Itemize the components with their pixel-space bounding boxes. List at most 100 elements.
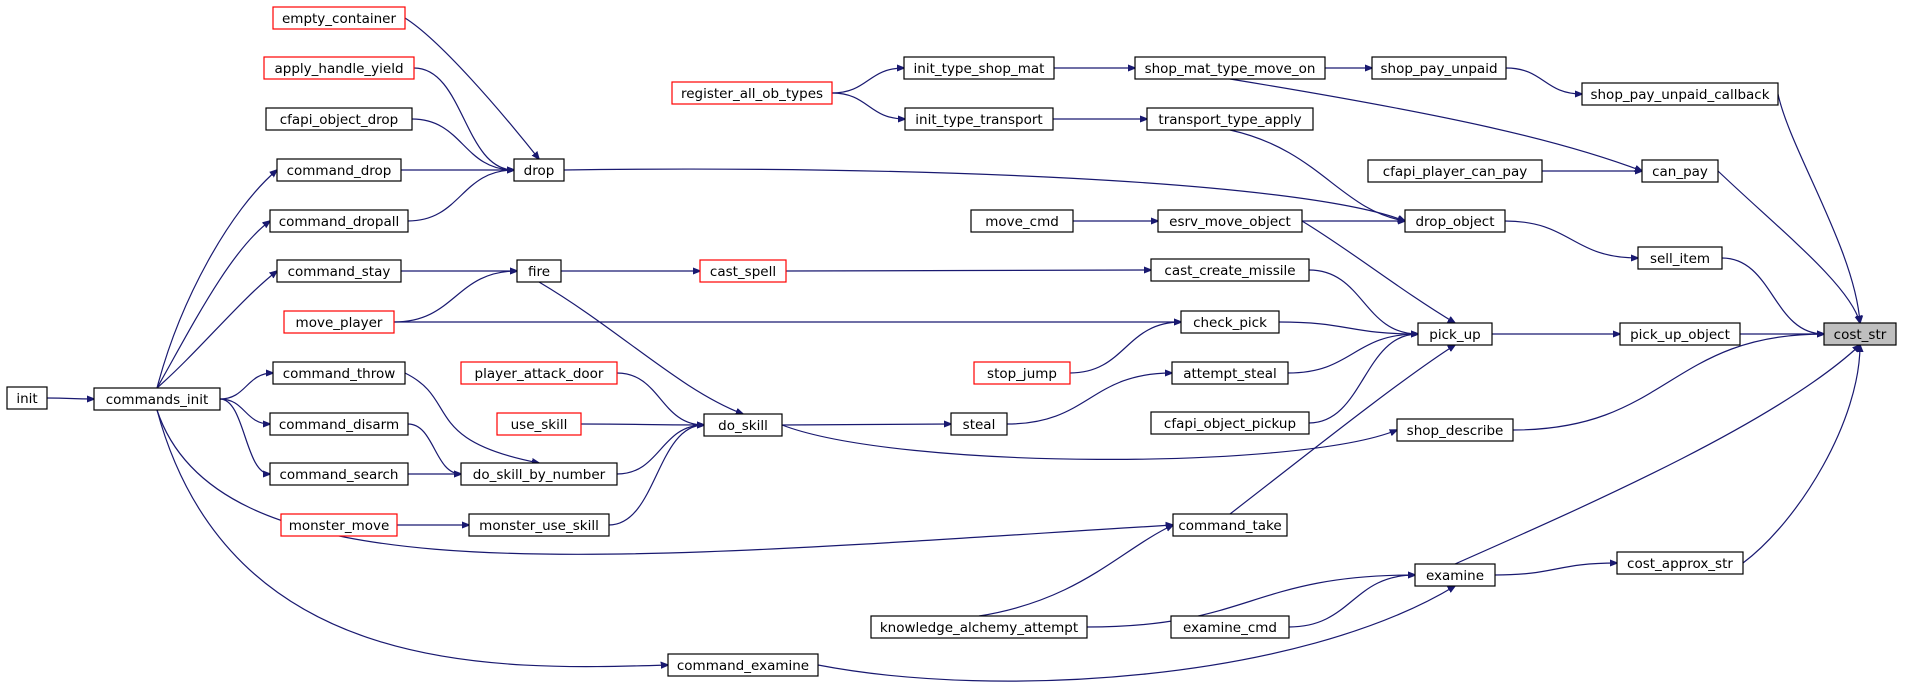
edge-attempt_steal-to-pick_up — [1287, 334, 1418, 374]
edge-monster_use_skill-to-do_skill — [608, 425, 704, 526]
node-use_skill[interactable]: use_skill — [496, 412, 582, 436]
node-box-move_cmd — [970, 209, 1074, 233]
node-pick_up_object[interactable]: pick_up_object — [1619, 322, 1741, 346]
node-examine_cmd[interactable]: examine_cmd — [1170, 615, 1290, 639]
node-move_cmd[interactable]: move_cmd — [970, 209, 1074, 233]
node-box-cast_create_missile — [1150, 258, 1310, 282]
node-box-check_pick — [1180, 310, 1280, 334]
node-box-monster_use_skill — [468, 513, 610, 537]
node-apply_handle_yield[interactable]: apply_handle_yield — [263, 56, 415, 80]
node-label-cfapi_object_pickup: cfapi_object_pickup — [1164, 416, 1296, 432]
edge-fire-to-do_skill — [538, 281, 743, 414]
node-box-command_drop — [276, 158, 402, 182]
node-command_throw[interactable]: command_throw — [272, 361, 406, 385]
node-esrv_move_object[interactable]: esrv_move_object — [1157, 209, 1303, 233]
edge-cfapi_object_drop-to-drop — [411, 118, 514, 170]
node-steal[interactable]: steal — [950, 412, 1008, 436]
node-sell_item[interactable]: sell_item — [1637, 246, 1723, 270]
node-examine[interactable]: examine — [1414, 563, 1496, 587]
node-cfapi_object_pickup[interactable]: cfapi_object_pickup — [1150, 411, 1310, 435]
node-init_type_transport[interactable]: init_type_transport — [904, 107, 1054, 131]
node-command_take[interactable]: command_take — [1172, 513, 1288, 537]
node-command_search[interactable]: command_search — [269, 462, 409, 486]
edge-commands_init-to-command_stay — [156, 271, 277, 389]
node-do_skill[interactable]: do_skill — [703, 413, 783, 437]
node-stop_jump[interactable]: stop_jump — [973, 361, 1071, 385]
node-monster_move[interactable]: monster_move — [280, 513, 398, 537]
edge-empty_container-to-drop — [404, 17, 539, 159]
node-init[interactable]: init — [6, 386, 48, 410]
node-cast_spell[interactable]: cast_spell — [699, 259, 787, 283]
node-label-cast_spell: cast_spell — [710, 264, 776, 280]
node-label-cost_approx_str: cost_approx_str — [1627, 556, 1733, 572]
node-knowledge_alchemy_attempt[interactable]: knowledge_alchemy_attempt — [870, 615, 1088, 639]
node-cast_create_missile[interactable]: cast_create_missile — [1150, 258, 1310, 282]
node-cost_approx_str[interactable]: cost_approx_str — [1616, 551, 1744, 575]
node-monster_use_skill[interactable]: monster_use_skill — [468, 513, 610, 537]
node-init_type_shop_mat[interactable]: init_type_shop_mat — [903, 56, 1055, 80]
node-label-can_pay: can_pay — [1652, 164, 1708, 180]
edge-command_disarm-to-do_skill_by_number — [407, 423, 461, 474]
node-label-examine_cmd: examine_cmd — [1183, 620, 1277, 636]
edge-cast_create_missile-to-pick_up — [1308, 269, 1418, 334]
node-label-commands_init: commands_init — [106, 392, 209, 408]
node-drop[interactable]: drop — [513, 158, 565, 182]
node-box-do_skill_by_number — [460, 462, 618, 486]
node-cost_str[interactable]: cost_str — [1823, 322, 1897, 346]
node-empty_container[interactable]: empty_container — [272, 6, 406, 30]
edge-cost_approx_str-to-cost_str — [1742, 345, 1860, 564]
edge-commands_init-to-command_take — [156, 409, 1173, 555]
node-label-knowledge_alchemy_attempt: knowledge_alchemy_attempt — [880, 620, 1078, 636]
node-shop_pay_unpaid[interactable]: shop_pay_unpaid — [1371, 56, 1507, 80]
node-box-move_player — [283, 310, 395, 334]
node-cfapi_player_can_pay[interactable]: cfapi_player_can_pay — [1367, 159, 1543, 183]
node-command_disarm[interactable]: command_disarm — [269, 412, 409, 436]
node-label-init: init — [16, 391, 37, 407]
node-box-command_throw — [272, 361, 406, 385]
edge-steal-to-attempt_steal — [1006, 373, 1172, 425]
node-label-command_throw: command_throw — [283, 366, 396, 382]
node-drop_object[interactable]: drop_object — [1404, 209, 1506, 233]
node-box-examine_cmd — [1170, 615, 1290, 639]
node-move_player[interactable]: move_player — [283, 310, 395, 334]
node-label-esrv_move_object: esrv_move_object — [1169, 214, 1291, 230]
node-command_dropall[interactable]: command_dropall — [269, 209, 409, 233]
node-register_all_ob_types[interactable]: register_all_ob_types — [671, 81, 833, 105]
edge-knowledge_alchemy_attempt-to-command_take — [978, 525, 1173, 617]
edge-examine-to-cost_approx_str — [1494, 563, 1617, 576]
node-attempt_steal[interactable]: attempt_steal — [1171, 361, 1289, 385]
node-label-monster_use_skill: monster_use_skill — [479, 518, 599, 534]
node-box-attempt_steal — [1171, 361, 1289, 385]
edge-drop_object-to-sell_item — [1504, 220, 1638, 258]
node-command_stay[interactable]: command_stay — [276, 259, 402, 283]
node-box-command_examine — [667, 653, 819, 677]
node-can_pay[interactable]: can_pay — [1641, 159, 1719, 183]
node-shop_mat_type_move_on[interactable]: shop_mat_type_move_on — [1134, 56, 1326, 80]
node-check_pick[interactable]: check_pick — [1180, 310, 1280, 334]
node-box-register_all_ob_types — [671, 81, 833, 105]
edge-examine-to-cost_str — [1454, 345, 1860, 565]
node-label-init_type_transport: init_type_transport — [915, 112, 1042, 128]
edge-shop_mat_type_move_on-to-can_pay — [1229, 78, 1642, 171]
node-command_examine[interactable]: command_examine — [667, 653, 819, 677]
edge-commands_init-to-command_throw — [219, 373, 273, 400]
node-label-command_examine: command_examine — [677, 658, 809, 674]
node-transport_type_apply[interactable]: transport_type_apply — [1146, 107, 1314, 131]
node-label-init_type_shop_mat: init_type_shop_mat — [914, 61, 1045, 77]
node-box-can_pay — [1641, 159, 1719, 183]
node-command_drop[interactable]: command_drop — [276, 158, 402, 182]
edge-knowledge_alchemy_attempt-to-examine — [1086, 575, 1415, 628]
node-box-stop_jump — [973, 361, 1071, 385]
node-commands_init[interactable]: commands_init — [93, 387, 221, 411]
node-shop_describe[interactable]: shop_describe — [1396, 418, 1514, 442]
node-fire[interactable]: fire — [516, 259, 562, 283]
node-cfapi_object_drop[interactable]: cfapi_object_drop — [265, 107, 413, 131]
node-label-apply_handle_yield: apply_handle_yield — [274, 61, 403, 77]
node-pick_up[interactable]: pick_up — [1417, 322, 1493, 346]
node-box-monster_move — [280, 513, 398, 537]
node-player_attack_door[interactable]: player_attack_door — [460, 361, 618, 385]
node-do_skill_by_number[interactable]: do_skill_by_number — [460, 462, 618, 486]
node-shop_pay_unpaid_callback[interactable]: shop_pay_unpaid_callback — [1581, 82, 1779, 106]
edge-do_skill-to-shop_describe — [781, 424, 1397, 460]
node-box-command_search — [269, 462, 409, 486]
